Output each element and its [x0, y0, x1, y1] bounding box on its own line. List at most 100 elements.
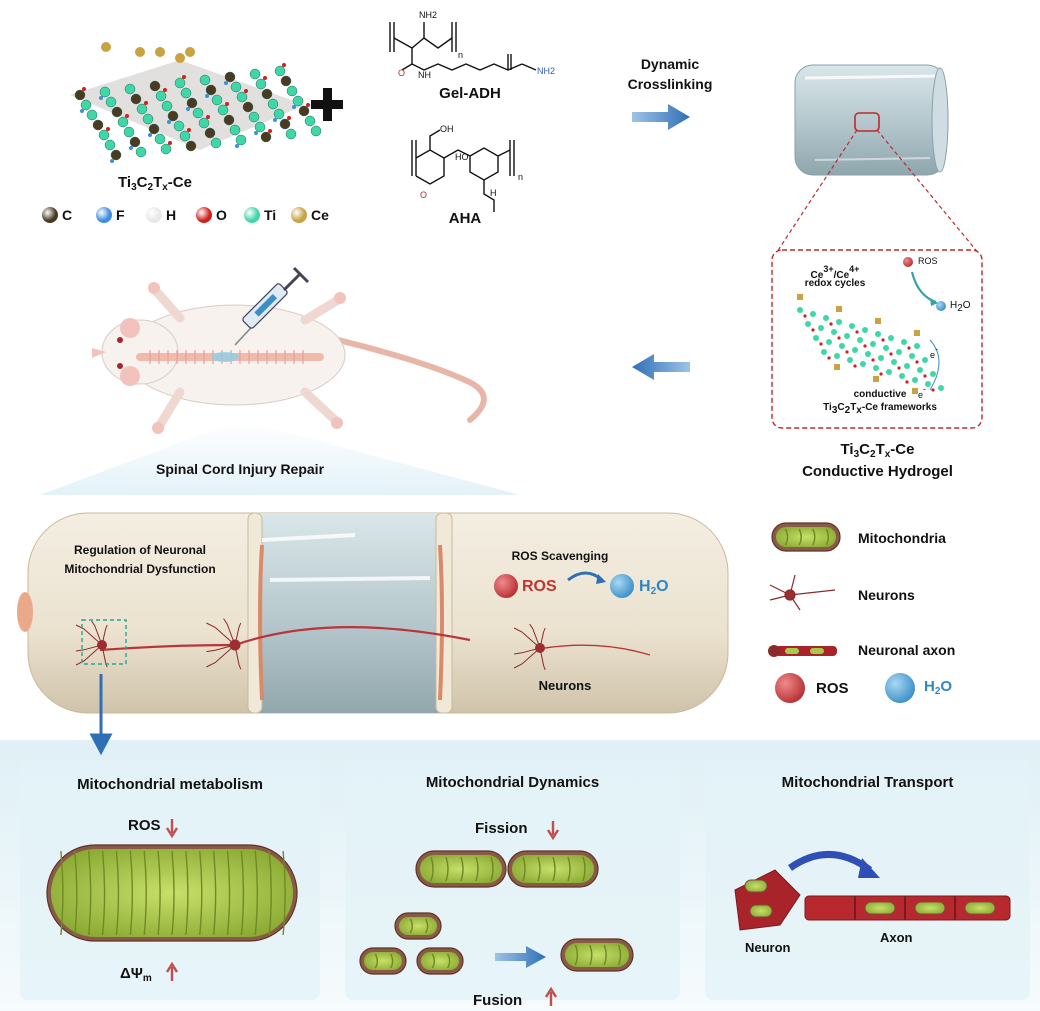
- inset-ti-atom: [834, 353, 840, 359]
- gel-nh2-label: NH2: [419, 10, 437, 20]
- crystal-atom: [129, 136, 141, 148]
- crystal-atom: [254, 121, 266, 133]
- crystal-f-atom: [99, 96, 103, 100]
- crista: [552, 856, 556, 882]
- atom-label: Ce: [311, 207, 329, 223]
- crista: [589, 944, 593, 966]
- inset-ti-atom: [852, 347, 858, 353]
- atom-swatch: [196, 207, 212, 223]
- aha-h-label: H: [490, 188, 497, 198]
- crystal-o-atom: [244, 89, 248, 93]
- dynamics-title: Mitochondrial Dynamics: [425, 774, 600, 791]
- crystal-atom: [110, 149, 122, 161]
- arrow-crosslink: [632, 104, 690, 130]
- crista: [409, 918, 414, 934]
- crystal-atom: [292, 95, 304, 107]
- soma: [535, 643, 545, 653]
- inset-ti-atom: [823, 315, 829, 321]
- metabolism-ros-label: ROS: [128, 817, 161, 834]
- inset-ti-atom: [886, 369, 892, 375]
- inset-ti-atom: [797, 307, 803, 313]
- psi-up-arrow: [165, 961, 179, 981]
- inset-ti-atom: [818, 325, 824, 331]
- inset-ce-atom: [797, 294, 803, 300]
- inset-redox-line2: redox cycles: [804, 278, 866, 289]
- cord-h2o-label: H2O: [639, 578, 669, 597]
- crystal-atom: [99, 86, 111, 98]
- inset-o-atom: [879, 372, 883, 376]
- inset-conductive-line2: Ti3C2Tx-Ce frameworks: [823, 402, 937, 416]
- crista: [574, 944, 579, 966]
- dendrite: [75, 624, 103, 646]
- dendrite: [513, 627, 541, 649]
- crystal-atom: [185, 140, 197, 152]
- crista: [171, 850, 175, 936]
- inset-ti-atom: [912, 377, 918, 383]
- inset-ti-atom: [826, 339, 832, 345]
- inset-o-atom: [889, 352, 893, 356]
- inset-o-atom: [827, 356, 831, 360]
- crystal-o-atom: [268, 129, 272, 133]
- crista: [445, 856, 449, 882]
- atom-swatch: [146, 207, 162, 223]
- ti3c2tx-ce-crystal: [70, 42, 322, 163]
- dendrite: [206, 644, 236, 668]
- crystal-o-atom: [82, 87, 86, 91]
- crystal-atom: [149, 80, 161, 92]
- crystal-atom: [135, 146, 147, 158]
- crista: [143, 850, 147, 936]
- crystal-o-atom: [225, 102, 229, 106]
- gel-o-label: O: [398, 68, 405, 78]
- crystal-f-atom: [292, 105, 296, 109]
- crista: [603, 944, 607, 966]
- crystal-atom: [229, 124, 241, 136]
- inset-o-atom: [923, 374, 927, 378]
- crystal-atom: [148, 123, 160, 135]
- crystal-atom: [279, 118, 291, 130]
- crystal-o-atom: [125, 114, 129, 118]
- inset-o-atom: [829, 322, 833, 326]
- step-line2: Crosslinking: [627, 76, 713, 92]
- crystal-atom: [173, 120, 185, 132]
- mito-matrix: [776, 527, 836, 547]
- gel-nh-label: NH: [418, 70, 431, 80]
- crystal-atom: [261, 88, 273, 100]
- crista: [460, 856, 464, 882]
- atom-legend-item: Ce: [291, 207, 329, 223]
- crystal-atom: [136, 103, 148, 115]
- hydrogel-title-line2: Conductive Hydrogel: [802, 463, 953, 480]
- crista: [129, 850, 134, 936]
- mito-matrix: [399, 917, 437, 935]
- inset-o-atom: [819, 342, 823, 346]
- dendrite: [75, 644, 103, 652]
- dendrite: [234, 644, 242, 670]
- rat-illustration: [92, 282, 487, 434]
- legend-neurons-label: Neurons: [858, 587, 915, 603]
- crista: [567, 856, 571, 882]
- crista: [101, 850, 106, 936]
- inset-o-atom: [897, 366, 901, 370]
- crista: [240, 850, 245, 936]
- down-arrow: [89, 674, 113, 756]
- inset-ti-atom: [922, 357, 928, 363]
- dendrite: [75, 644, 103, 666]
- crystal-atom: [211, 94, 223, 106]
- dendrite: [223, 618, 236, 646]
- dendrite: [529, 623, 541, 649]
- crystal-atom: [273, 108, 285, 120]
- cord-ros-label: ROS: [522, 578, 557, 595]
- inset-o-atom: [905, 380, 909, 384]
- inset-o-atom: [931, 388, 935, 392]
- crystal-atom: [230, 81, 242, 93]
- dendrite: [206, 622, 236, 646]
- large-mitochondrion: [46, 844, 298, 942]
- atom-label: O: [216, 207, 227, 223]
- crystal-atom: [154, 133, 166, 145]
- gel-n-label: n: [458, 50, 463, 60]
- legend-axon-label: Neuronal axon: [858, 642, 956, 658]
- crista: [825, 528, 830, 546]
- crystal-atom: [236, 91, 248, 103]
- inset-ti-atom: [875, 331, 881, 337]
- mito-matrix: [364, 952, 402, 970]
